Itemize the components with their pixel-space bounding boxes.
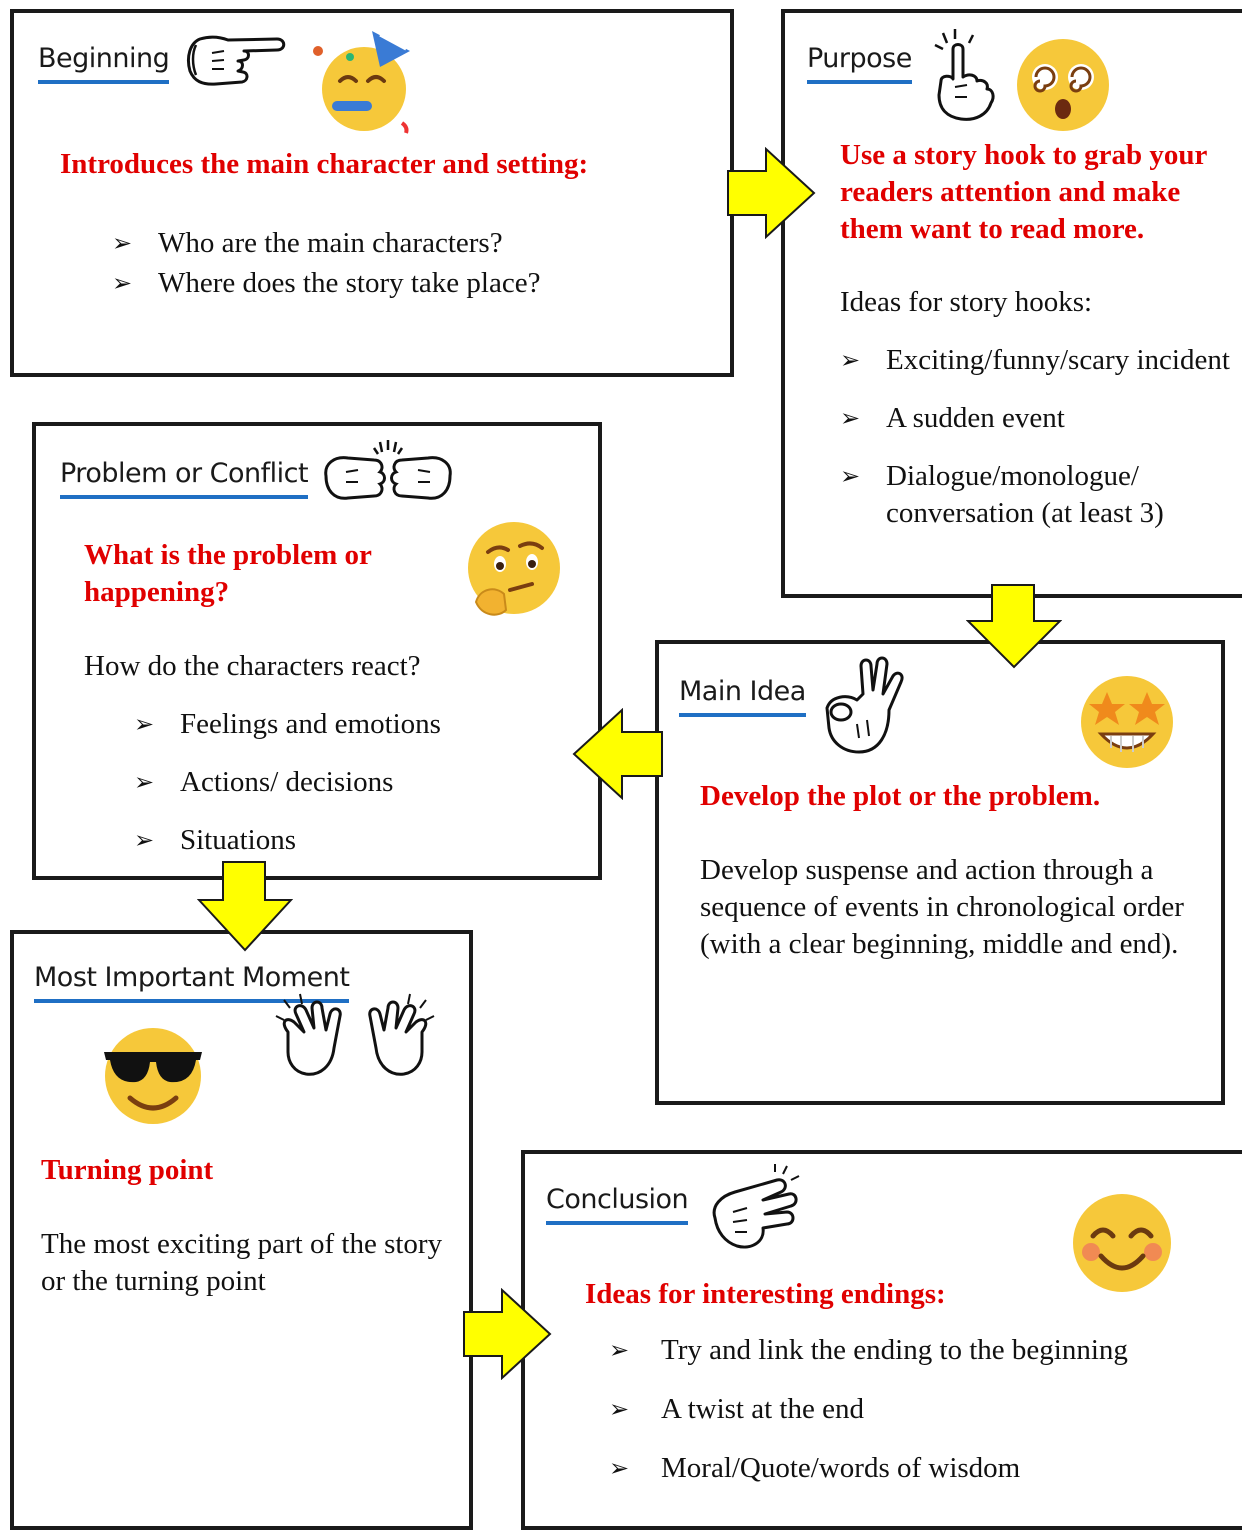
party-face-emoji [313,31,410,134]
list-item: ➢Exciting/funny/scary incident [840,342,1230,379]
list-item: ➢Moral/Quote/words of wisdom [609,1450,1229,1487]
smiling-face-emoji [1073,1194,1171,1292]
list-item: ➢Where does the story take place? [112,265,712,302]
sunglasses-face-emoji [104,1028,202,1124]
moment-lead: Turning point [41,1154,214,1186]
bullet-arrow-icon: ➢ [840,462,861,490]
list-item: ➢Try and link the ending to the beginnin… [609,1332,1229,1369]
main-idea-box: Main Idea Develop the plot or the proble… [655,640,1225,1105]
pointing-hand-icon [186,35,286,86]
moment-body: The most exciting part of the story or t… [41,1228,443,1297]
beginning-heading: Beginning [38,43,170,84]
list-item: ➢Who are the main characters? [112,225,712,262]
bullet-arrow-icon: ➢ [840,404,861,432]
arrow-left-main-idea-to-problem [572,708,663,800]
bullet-arrow-icon: ➢ [112,269,133,297]
problem-intro: How do the characters react? [84,650,421,682]
bullet-arrow-icon: ➢ [840,346,861,374]
arrow-down-purpose-to-main-idea [966,584,1062,669]
problem-bullets: ➢Feelings and emotions ➢Actions/ decisio… [134,706,574,859]
list-item: ➢Dialogue/monologue/ conversation (at le… [840,460,1164,529]
bullet-arrow-icon: ➢ [112,229,133,257]
main-idea-heading: Main Idea [679,676,806,717]
arrow-down-problem-to-moment [197,861,293,952]
main-idea-lead: Develop the plot or the problem. [700,780,1101,812]
bullet-arrow-icon: ➢ [609,1395,630,1423]
clapping-hands-icon [712,1164,800,1249]
list-item: ➢Actions/ decisions [134,764,574,801]
thinking-face-emoji [468,522,560,616]
conclusion-heading: Conclusion [546,1184,689,1225]
conclusion-box: Conclusion Ideas for interesting endings… [521,1150,1242,1530]
purpose-intro: Ideas for story hooks: [840,286,1093,318]
arrow-right-moment-to-conclusion [463,1288,552,1380]
bullet-arrow-icon: ➢ [609,1336,630,1364]
list-item: ➢A twist at the end [609,1391,1229,1428]
purpose-heading: Purpose [807,43,912,84]
moment-box: Most Important Moment Turning point The … [10,930,473,1530]
purpose-bullets: ➢Exciting/funny/scary incident ➢A sudden… [840,342,1230,532]
purpose-lead: Use a story hook to grab your readers at… [840,139,1207,245]
beginning-bullets: ➢Who are the main characters? ➢Where doe… [112,225,712,302]
bullet-arrow-icon: ➢ [609,1454,630,1482]
fist-bump-icon [324,440,452,500]
problem-lead: What is the problem or happening? [84,539,372,608]
beginning-lead: Introduces the main character and settin… [60,148,589,180]
waving-hands-icon [275,993,435,1076]
conclusion-lead: Ideas for interesting endings: [585,1278,946,1310]
conclusion-bullets: ➢Try and link the ending to the beginnin… [609,1332,1229,1487]
list-item: ➢Feelings and emotions [134,706,574,743]
arrow-right-beginning-to-purpose [727,147,816,239]
list-item: ➢Situations [134,822,574,859]
list-item: ➢A sudden event [840,400,1230,437]
bullet-arrow-icon: ➢ [134,768,155,796]
purpose-box: Purpose Use a story hook to grab your re… [781,9,1242,598]
problem-heading: Problem or Conflict [60,458,309,499]
index-finger-up-icon [934,29,995,121]
bullet-arrow-icon: ➢ [134,710,155,738]
beginning-box: Beginning Introduces the main character … [10,9,734,377]
star-eyes-emoji [1081,676,1173,768]
dizzy-face-emoji [1017,39,1109,131]
bullet-arrow-icon: ➢ [134,826,155,854]
moment-heading: Most Important Moment [34,962,350,1003]
ok-hand-icon [825,656,904,754]
main-idea-body: Develop suspense and action through a se… [700,854,1184,960]
problem-box: Problem or Conflict What is the problem … [32,422,602,880]
